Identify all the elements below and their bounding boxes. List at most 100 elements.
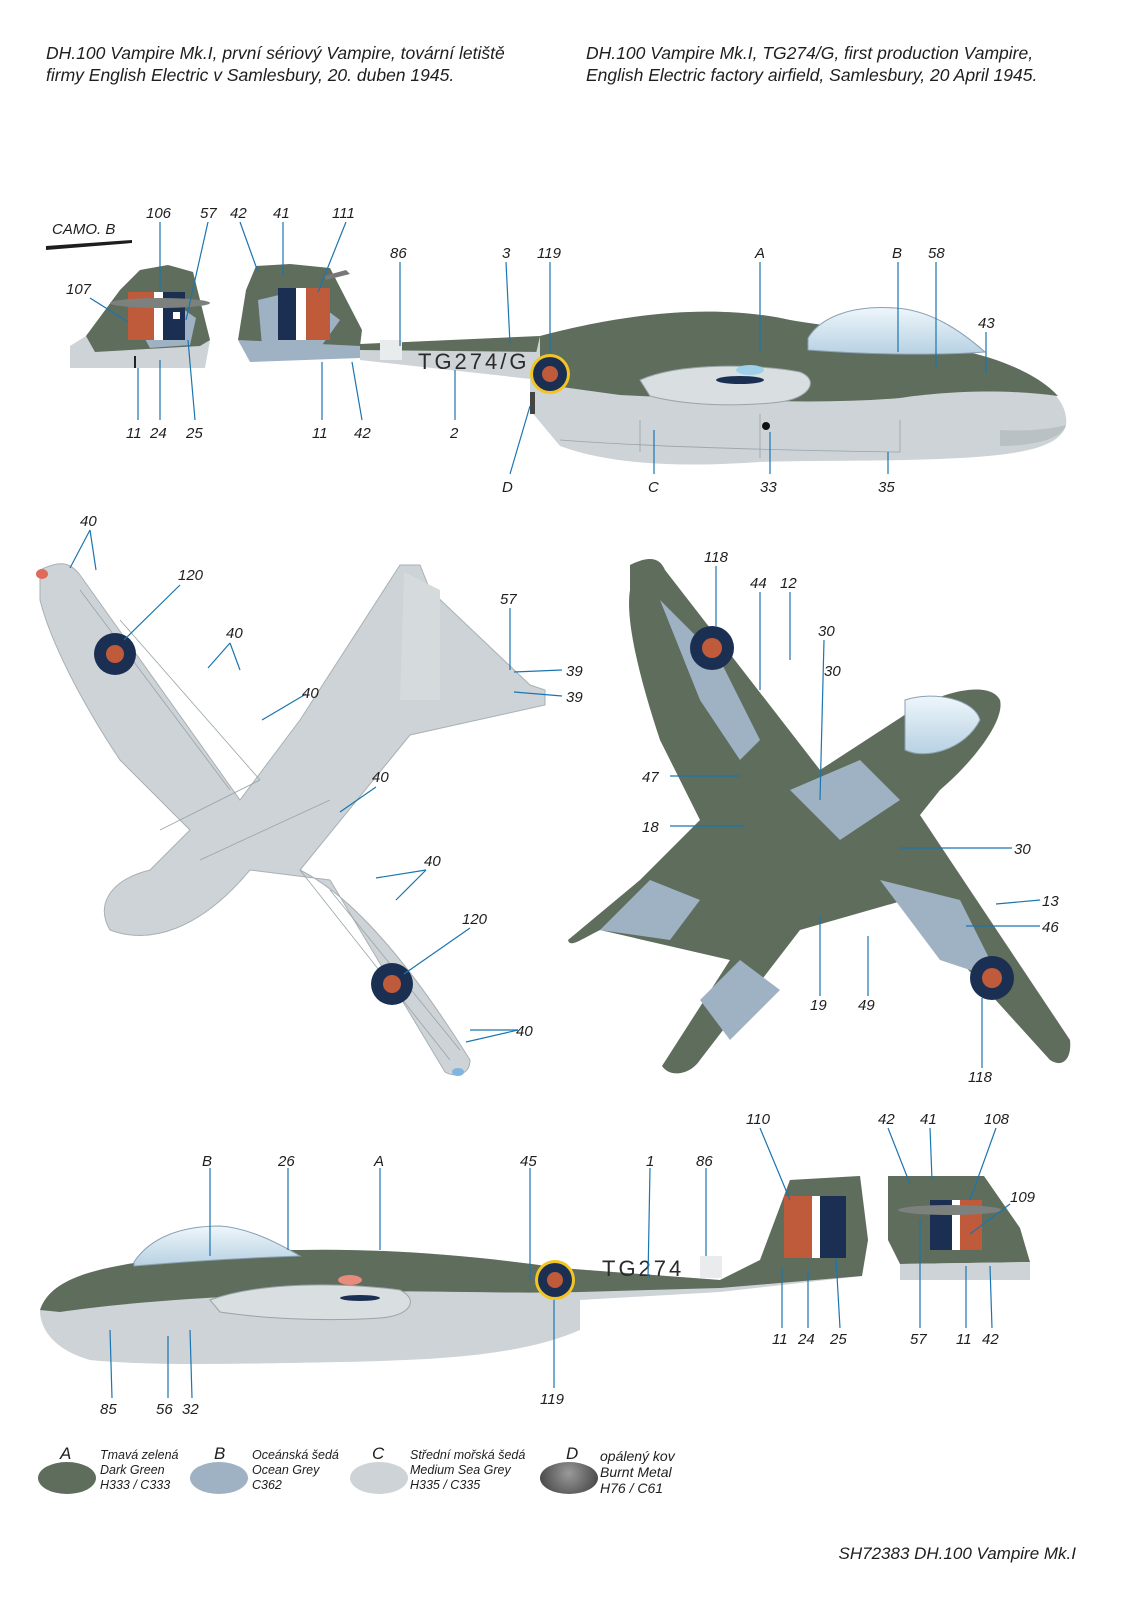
- callout-57: 57: [200, 205, 217, 222]
- callout-24-r: 24: [797, 1331, 815, 1348]
- legend-a-code: H333 / C333: [100, 1478, 171, 1492]
- legend-letter-d: D: [566, 1444, 579, 1463]
- callout-57-r: 57: [910, 1331, 927, 1348]
- left-leaders: [89, 221, 987, 475]
- callout-107: 107: [66, 281, 92, 298]
- callout-11-r: 11: [772, 1331, 788, 1348]
- callout-26: 26: [277, 1153, 295, 1170]
- callout-35: 35: [878, 479, 895, 496]
- callout-41-r: 41: [920, 1111, 937, 1128]
- callout-24: 24: [149, 425, 167, 442]
- right-side-view: TG274: [40, 1111, 1036, 1418]
- serial-left: TG274/G: [418, 349, 529, 374]
- callout-43: 43: [978, 315, 995, 332]
- callout-119-r: 119: [540, 1391, 565, 1408]
- legend-c-cz: Střední mořská šedá: [410, 1448, 526, 1462]
- callout-108: 108: [984, 1111, 1010, 1128]
- caption-czech-line-1: DH.100 Vampire Mk.I, první sériový Vampi…: [46, 43, 505, 63]
- callout-111: 111: [332, 205, 355, 222]
- callout-2: 2: [449, 425, 459, 442]
- legend-c-en: Medium Sea Grey: [410, 1463, 511, 1477]
- callout-120-bottom: 120: [462, 911, 488, 928]
- callout-30-b: 30: [824, 663, 841, 680]
- caption-english-line-1: DH.100 Vampire Mk.I, TG274/G, first prod…: [586, 43, 1034, 63]
- callout-25-r: 25: [829, 1331, 847, 1348]
- upper-leaders: [670, 566, 1041, 1068]
- callout-56: 56: [156, 1401, 173, 1418]
- callout-11-r2: 11: [956, 1331, 972, 1348]
- callout-12: 12: [780, 575, 797, 592]
- color-legend: A Tmavá zelená Dark Green H333 / C333 B …: [0, 1444, 1132, 1548]
- left-fuselage: TG274/G: [238, 264, 1067, 465]
- callout-49: 49: [858, 997, 875, 1014]
- legend-d-cz: opálený kov: [600, 1448, 675, 1464]
- left-callouts: 106 57 42 41 111 107 86 3 119 A B 58 43 …: [66, 205, 995, 496]
- legend-a-cz: Tmavá zelená: [100, 1448, 179, 1462]
- underside-view: 40 120 40 40 40 40 120 40 57 39 39: [36, 513, 583, 1076]
- callout-57-top: 57: [500, 591, 517, 608]
- callout-118-top: 118: [704, 549, 729, 566]
- callout-41: 41: [273, 205, 290, 222]
- callout-40-top: 40: [80, 513, 97, 530]
- legend-d-code: H76 / C61: [600, 1480, 664, 1496]
- callout-33: 33: [760, 479, 777, 496]
- callout-85: 85: [100, 1401, 117, 1418]
- caption-english: DH.100 Vampire Mk.I, TG274/G, first prod…: [586, 42, 1086, 86]
- legend-letter-a: A: [60, 1444, 72, 1463]
- legend-b-cz: Oceánská šedá: [252, 1448, 339, 1462]
- callout-119: 119: [537, 245, 562, 262]
- callout-47: 47: [642, 769, 659, 786]
- swatch-ocean-grey: [190, 1462, 248, 1494]
- legend-letter-b: B: [214, 1444, 226, 1463]
- legend-c-code: H335 / C335: [410, 1478, 481, 1492]
- callout-39-b: 39: [566, 689, 583, 706]
- swatch-medium-sea-grey: [350, 1462, 408, 1494]
- camo-label-text: CAMO. B: [52, 221, 115, 238]
- legend-b-code: C362: [252, 1478, 282, 1492]
- callout-30-c: 30: [1014, 841, 1031, 858]
- callout-39-a: 39: [566, 663, 583, 680]
- caption-czech-line-2: firmy English Electric v Samlesbury, 20.…: [46, 65, 455, 85]
- callout-110: 110: [746, 1111, 771, 1128]
- callout-46: 46: [1042, 919, 1059, 936]
- callout-40-c: 40: [372, 769, 389, 786]
- callout-109: 109: [1010, 1189, 1036, 1206]
- callout-3: 3: [502, 245, 511, 262]
- callout-40-d: 40: [424, 853, 441, 870]
- swatch-burnt-metal: [540, 1462, 598, 1494]
- callout-120-top: 120: [178, 567, 204, 584]
- upper-callouts: 118 44 12 30 30 47 18 30 13 46 19 49 118: [642, 549, 1059, 1086]
- callout-40-e: 40: [516, 1023, 533, 1040]
- callout-118-bottom: 118: [968, 1069, 993, 1086]
- callout-32: 32: [182, 1401, 199, 1418]
- callout-40-a: 40: [226, 625, 243, 642]
- callout-42: 42: [230, 205, 247, 222]
- callout-11b: 11: [312, 425, 328, 442]
- callout-58: 58: [928, 245, 945, 262]
- callout-b-r: B: [202, 1153, 212, 1170]
- left-side-view: TG274/G: [66, 205, 1067, 496]
- callout-b: B: [892, 245, 902, 262]
- caption-czech: DH.100 Vampire Mk.I, první sériový Vampi…: [46, 42, 542, 86]
- legend-d-en: Burnt Metal: [600, 1464, 672, 1480]
- callout-45: 45: [520, 1153, 537, 1170]
- callout-13: 13: [1042, 893, 1059, 910]
- legend-text-b: Oceánská šedá Ocean Grey C362: [252, 1448, 339, 1493]
- callout-30-a: 30: [818, 623, 835, 640]
- callout-86-r: 86: [696, 1153, 713, 1170]
- callout-86: 86: [390, 245, 407, 262]
- camo-label: CAMO. B: [46, 221, 132, 250]
- callout-a: A: [754, 245, 765, 262]
- callout-d: D: [502, 479, 513, 496]
- callout-44: 44: [750, 575, 767, 592]
- right-callouts: 110 42 41 108 109 B 26 A 45 1 86 11 24 2…: [100, 1111, 1036, 1418]
- upper-surface-view: 118 44 12 30 30 47 18 30 13 46 19 49 118: [568, 549, 1071, 1086]
- underside-leaders: [69, 529, 563, 1043]
- callout-1: 1: [646, 1153, 654, 1170]
- caption-english-line-2: English Electric factory airfield, Samle…: [586, 65, 1038, 85]
- callout-25: 25: [185, 425, 203, 442]
- callout-a-r: A: [373, 1153, 384, 1170]
- legend-b-en: Ocean Grey: [252, 1463, 320, 1477]
- callout-18: 18: [642, 819, 659, 836]
